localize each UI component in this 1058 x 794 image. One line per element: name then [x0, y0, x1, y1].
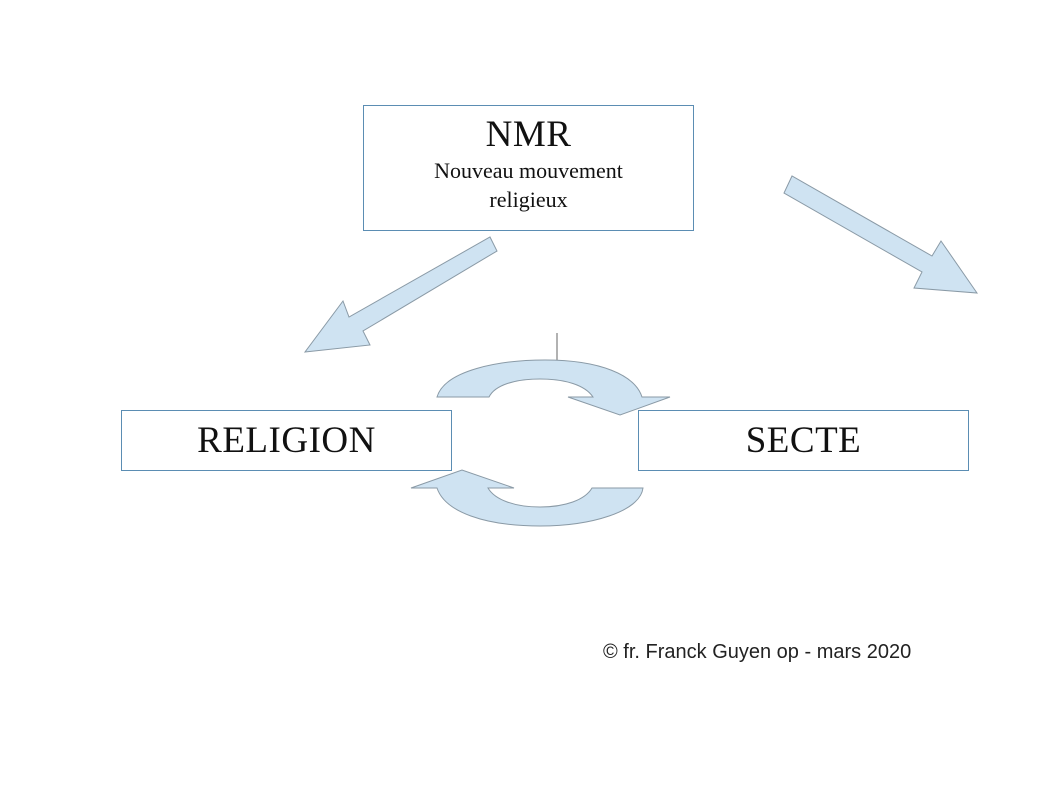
nmr-node: NMR Nouveau mouvement religieux — [363, 105, 694, 231]
nmr-subtitle: Nouveau mouvement religieux — [434, 158, 623, 212]
arrow-nmr-to-secte — [783, 175, 979, 294]
curved-arrow-secte-to-religion — [410, 469, 644, 527]
arrow-nmr-to-religion — [303, 236, 498, 353]
religion-node: RELIGION — [121, 410, 452, 471]
religion-label: RELIGION — [197, 420, 376, 461]
nmr-title: NMR — [485, 114, 572, 155]
secte-label: SECTE — [745, 420, 862, 461]
copyright-footer: © fr. Franck Guyen op - mars 2020 — [603, 641, 912, 663]
secte-node: SECTE — [638, 410, 969, 471]
curved-arrow-religion-to-secte — [436, 359, 671, 416]
